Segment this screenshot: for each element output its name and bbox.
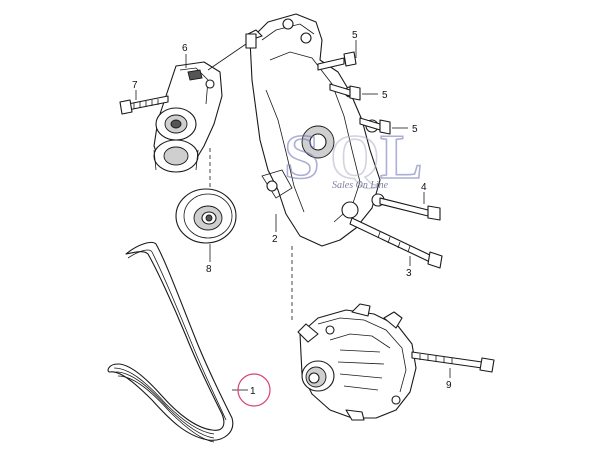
idler-pulley — [175, 188, 237, 244]
belt-tensioner — [153, 43, 247, 173]
callout-5-bottom: 5 — [412, 124, 418, 135]
callout-7: 7 — [132, 80, 138, 91]
callout-4: 4 — [421, 182, 427, 193]
callout-2: 2 — [272, 234, 278, 245]
callout-1: 1 — [250, 386, 256, 397]
callout-9: 9 — [446, 380, 452, 391]
callout-6: 6 — [182, 43, 188, 54]
bolt-9 — [411, 351, 495, 373]
watermark-letter-l: L — [380, 121, 423, 192]
highlight-circle — [237, 373, 271, 407]
bolt-4 — [379, 197, 441, 221]
bolt-5-bottom — [359, 117, 391, 135]
callout-5-top: 5 — [352, 30, 358, 41]
callout-5-middle: 5 — [382, 90, 388, 101]
alternator — [297, 303, 417, 421]
bolt-7 — [119, 95, 169, 115]
bolt-5-top — [317, 51, 357, 71]
callout-labels: 6 7 5 5 5 4 3 2 8 9 1 — [132, 30, 452, 407]
bolt-3 — [349, 217, 443, 269]
watermark-logo: S Q L Sales On Line — [283, 120, 423, 193]
bolt-5-middle — [329, 83, 361, 101]
watermark-letter-s: S — [284, 121, 320, 192]
ribbed-drive-belt — [107, 241, 234, 443]
watermark-letter-q: Q — [330, 121, 380, 192]
callout-8: 8 — [206, 264, 212, 275]
callout-3: 3 — [406, 268, 412, 279]
watermark-tagline: Sales On Line — [332, 180, 389, 191]
